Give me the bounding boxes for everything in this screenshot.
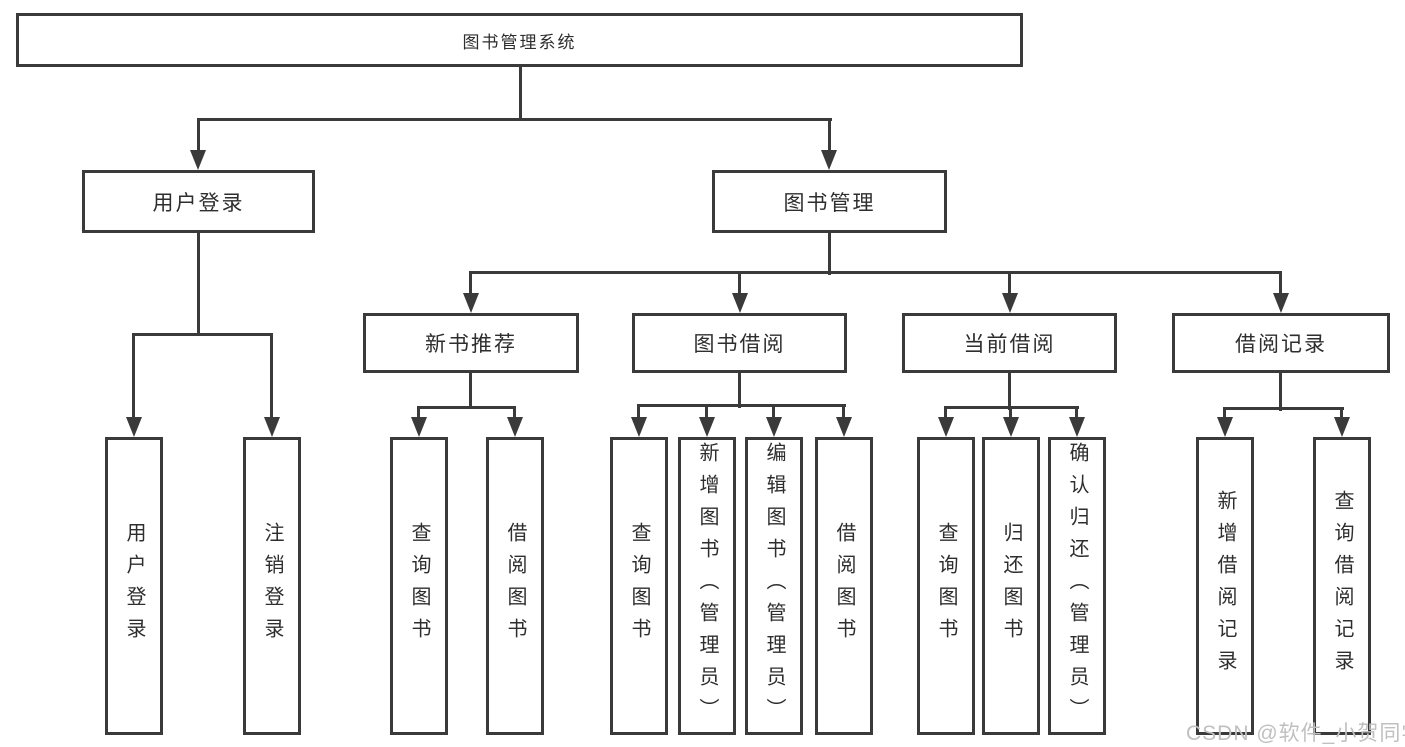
connector-level3-branch	[469, 271, 1282, 274]
arrowhead-leaf-edit-book	[766, 417, 782, 437]
node-new-book-recommend-label: 新书推荐	[425, 333, 517, 356]
arrowhead-leaf-borrow-books-1	[507, 417, 523, 437]
node-library-management-system-label: 图书管理系统	[462, 32, 577, 52]
node-borrowing-records-label: 借阅记录	[1235, 333, 1327, 356]
leaf-query-borrow-record: 查询借阅记录	[1313, 437, 1371, 735]
leaf-user-login-label: 用户登录	[123, 522, 145, 650]
arrowhead-leaf-query-borrow-record	[1334, 417, 1350, 437]
connector-user-login-shaft	[197, 118, 200, 151]
connector-root-stem	[519, 66, 522, 120]
connector-book-borrowing-branch	[637, 404, 846, 407]
arrowhead-user-login	[190, 150, 206, 170]
node-book-borrowing-label: 图书借阅	[693, 333, 786, 356]
connector-borrowing-records-shaft	[1279, 271, 1282, 294]
arrowhead-book-management	[821, 150, 837, 170]
connector-leaf-logout-shaft	[270, 333, 273, 418]
leaf-borrow-books-2: 借阅图书	[815, 437, 873, 735]
arrowhead-leaf-add-book	[699, 417, 715, 437]
leaf-query-books-1: 查询图书	[390, 437, 448, 735]
connector-current-borrowing-shaft	[1008, 271, 1011, 294]
arrowhead-leaf-user-login	[126, 417, 142, 437]
connector-borrowing-records-branch	[1223, 407, 1344, 410]
leaf-query-books-2-label: 查询图书	[628, 522, 650, 650]
connector-borrowing-records-stem	[1279, 371, 1282, 411]
connector-book-management-shaft	[828, 118, 831, 151]
node-book-management: 图书管理	[712, 170, 947, 233]
arrowhead-borrowing-records	[1273, 293, 1289, 313]
arrowhead-leaf-add-borrow-record	[1217, 417, 1233, 437]
connector-user-login-stem	[197, 231, 200, 336]
leaf-query-books-3: 查询图书	[917, 437, 975, 735]
connector-leaf-shaft	[513, 406, 516, 418]
node-book-management-label: 图书管理	[783, 191, 876, 215]
connector-new-book-recommend-shaft	[469, 271, 472, 294]
leaf-return-books-label: 归还图书	[1000, 522, 1022, 650]
leaf-borrow-books-1-label: 借阅图书	[504, 522, 526, 650]
csdn-watermark: CSDN @软件_小贺同学	[1186, 722, 1405, 745]
arrowhead-current-borrowing	[1002, 293, 1018, 313]
connector-book-borrowing-stem	[738, 371, 741, 408]
connector-book-borrowing-shaft	[738, 271, 741, 294]
connector-book-management-stem	[828, 231, 831, 275]
leaf-return-books: 归还图书	[982, 437, 1040, 735]
leaf-add-book-admin: 新增图书（管理员）	[678, 437, 736, 735]
arrowhead-new-book-recommend	[463, 293, 479, 313]
leaf-query-books-3-label: 查询图书	[935, 522, 957, 650]
node-borrowing-records: 借阅记录	[1172, 313, 1390, 373]
leaf-query-books-1-label: 查询图书	[408, 522, 430, 650]
connector-user-login-branch	[132, 333, 273, 336]
connector-leaf-shaft	[842, 404, 845, 418]
leaf-add-borrow-record-label: 新增借阅记录	[1214, 490, 1236, 682]
leaf-logout: 注销登录	[243, 437, 301, 735]
connector-leaf-shaft	[417, 406, 420, 418]
node-library-management-system: 图书管理系统	[16, 13, 1023, 67]
leaf-user-login: 用户登录	[105, 437, 163, 735]
connector-new-book-recommend-branch	[417, 406, 516, 409]
arrowhead-leaf-query-books-3	[938, 417, 954, 437]
arrowhead-book-borrowing	[732, 293, 748, 313]
connector-leaf-shaft	[944, 406, 947, 418]
arrowhead-leaf-confirm-return	[1069, 417, 1085, 437]
connector-leaf-shaft	[1009, 406, 1012, 418]
connector-leaf-shaft	[1223, 407, 1226, 418]
leaf-borrow-books-2-label: 借阅图书	[833, 522, 855, 650]
leaf-confirm-return-admin: 确认归还（管理员）	[1048, 437, 1106, 735]
arrowhead-leaf-query-books-2	[631, 417, 647, 437]
connector-leaf-shaft	[1075, 406, 1078, 418]
node-new-book-recommend: 新书推荐	[363, 313, 579, 373]
leaf-add-book-admin-label: 新增图书（管理员）	[696, 442, 718, 730]
leaf-query-borrow-record-label: 查询借阅记录	[1331, 490, 1353, 682]
node-user-login-label: 用户登录	[152, 191, 245, 215]
connector-leaf-shaft	[705, 404, 708, 418]
arrowhead-leaf-return-books	[1003, 417, 1019, 437]
node-current-borrowing-label: 当前借阅	[963, 333, 1056, 356]
node-current-borrowing: 当前借阅	[902, 313, 1117, 373]
connector-leaf-shaft	[1340, 407, 1343, 418]
connector-root-branch	[197, 118, 832, 121]
leaf-edit-book-admin-label: 编辑图书（管理员）	[763, 442, 785, 730]
node-book-borrowing: 图书借阅	[632, 313, 847, 373]
arrowhead-leaf-borrow-books-2	[836, 417, 852, 437]
connector-leaf-shaft	[637, 404, 640, 418]
leaf-confirm-return-admin-label: 确认归还（管理员）	[1066, 442, 1088, 730]
leaf-edit-book-admin: 编辑图书（管理员）	[745, 437, 803, 735]
leaf-add-borrow-record: 新增借阅记录	[1196, 437, 1254, 735]
node-user-login: 用户登录	[82, 170, 315, 233]
leaf-query-books-2: 查询图书	[610, 437, 668, 735]
connector-leaf-user-login-shaft	[132, 333, 135, 418]
leaf-borrow-books-1: 借阅图书	[486, 437, 544, 735]
connector-current-borrowing-stem	[1008, 371, 1011, 410]
arrowhead-leaf-logout	[264, 417, 280, 437]
leaf-logout-label: 注销登录	[261, 522, 283, 650]
arrowhead-leaf-query-books-1	[411, 417, 427, 437]
connector-new-book-recommend-stem	[469, 371, 472, 409]
connector-leaf-shaft	[772, 404, 775, 418]
